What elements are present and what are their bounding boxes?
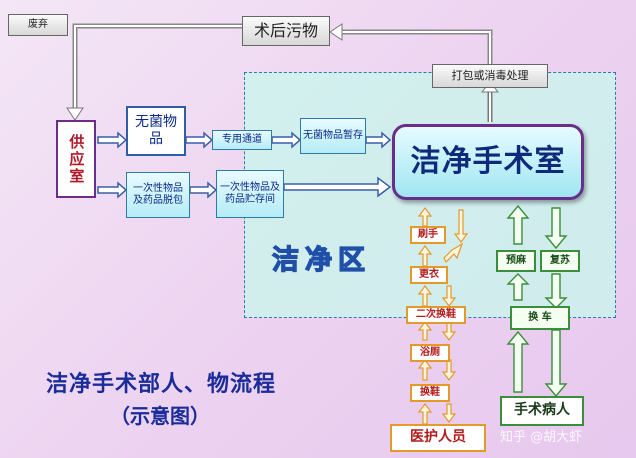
unpack-to-disposable-arrow: [189, 181, 218, 199]
disposable-storage-box: 一次性物品及药品贮存间: [216, 170, 284, 218]
step-second-shoe-change: 二次换鞋: [406, 306, 466, 324]
sterile-to-channel-arrow: [185, 131, 214, 149]
postop-waste-box: 术后污物: [242, 16, 330, 46]
postop-to-waste-path: [72, 23, 242, 112]
pack-disinfect-box: 打包或消毒处理: [432, 64, 548, 88]
waste-box: 废弃: [8, 14, 68, 36]
step-scrub-hands: 刷手: [410, 226, 446, 244]
recovery-box: 复苏: [540, 250, 580, 272]
surgical-patient-box: 手术病人: [500, 396, 584, 426]
to-postop-arrowhead: [329, 23, 343, 41]
anesthesia-prep-box: 预麻: [496, 250, 536, 272]
disposable-unpack-box: 一次性物品及药品脱包: [126, 172, 190, 218]
waste-arrowhead: [66, 107, 84, 121]
storage-to-or-arrow: [365, 131, 392, 149]
channel-to-storage-arrow: [271, 131, 302, 149]
step-change-clothes: 更衣: [410, 266, 448, 284]
step-shoe-change: 换鞋: [410, 384, 450, 402]
supply-room-box: 供应室: [56, 120, 96, 198]
supply-to-unpack-arrow: [97, 181, 128, 199]
dedicated-channel-box: 专用通道: [212, 130, 272, 150]
supply-to-sterile-arrow: [97, 131, 128, 149]
clean-or-box: 洁净手术室: [392, 124, 584, 200]
clean-zone-label: 洁净区: [271, 244, 371, 276]
sterile-items-box: 无菌物品: [126, 106, 186, 156]
change-cart-box: 换 车: [510, 306, 570, 330]
watermark-text: 知乎 @胡大虾: [500, 430, 583, 445]
step-bath-toilet: 浴厕: [410, 344, 450, 362]
disposable-to-or-arrow: [283, 176, 392, 198]
waste-return-path: [338, 29, 493, 64]
sterile-storage-box: 无菌物品暂存: [300, 118, 366, 154]
diagram-subtitle: （示意图）: [110, 404, 210, 428]
medical-staff-box: 医护人员: [390, 424, 486, 452]
diagram-title: 洁净手术部人、物流程: [46, 372, 277, 397]
